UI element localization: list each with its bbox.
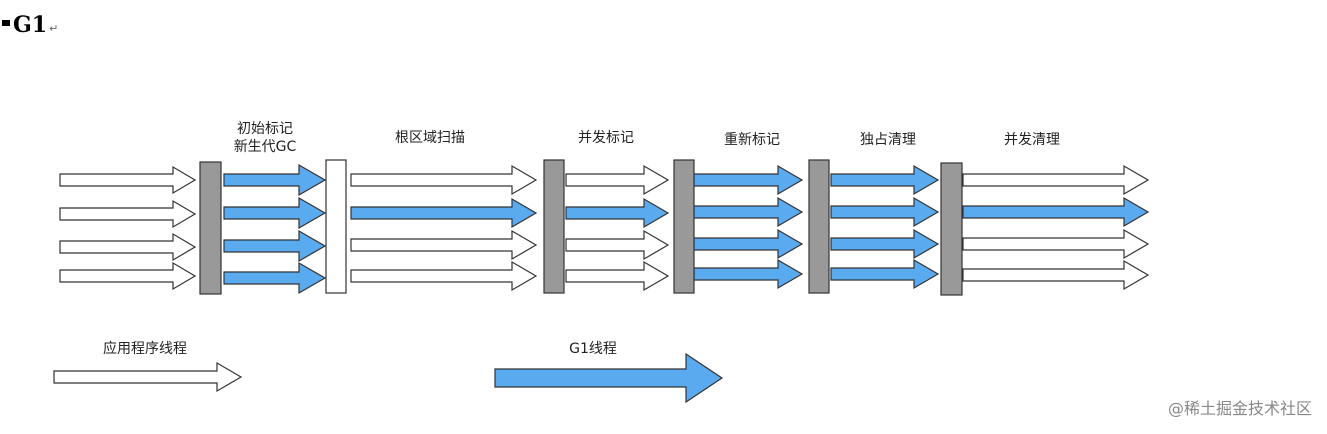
app-thread-arrow-root-scan [350, 164, 538, 196]
pause-barrier [543, 159, 565, 294]
g1-thread-arrow-initial-mark [223, 163, 327, 197]
arrows [53, 163, 1150, 404]
app-thread-arrow-concurrent-cleanup [962, 259, 1150, 291]
g1-thread-arrow-concurrent-mark [565, 197, 670, 229]
g1-thread-arrow-concurrent-cleanup [962, 196, 1150, 228]
phase-label-concurrent-mark: 并发标记 [578, 130, 634, 146]
app-thread-arrow-app [59, 165, 197, 195]
app-thread-arrow-app [59, 199, 197, 229]
g1-thread-arrow-remark [693, 196, 804, 228]
phase-label-concurrent-cleanup: 并发清理 [1004, 132, 1060, 148]
app-thread-arrow-app [59, 232, 197, 262]
app-thread-arrow-root-scan [350, 260, 538, 292]
barriers [199, 159, 963, 296]
g1-thread-arrow-initial-mark [223, 261, 327, 295]
g1-thread-arrow-remark [693, 228, 804, 260]
app-thread-arrow-concurrent-mark [565, 164, 670, 196]
bullet-icon [2, 20, 10, 26]
app-thread-arrow-concurrent-mark [565, 229, 670, 261]
phase-label-exclusive-cleanup: 独占清理 [860, 132, 916, 148]
app-thread-arrow-root-scan [350, 229, 538, 261]
legend-app-thread-arrow [53, 361, 243, 393]
g1-thread-arrow-root-scan [350, 197, 538, 229]
g1-thread-arrow-exclusive-cleanup [830, 258, 940, 290]
phase-label-remark: 重新标记 [724, 132, 780, 148]
legend-g1-thread-arrow [494, 352, 724, 404]
phase-label-root-scan: 根区域扫描 [395, 130, 465, 146]
pause-barrier [808, 159, 830, 294]
watermark: @稀土掘金技术社区 [1168, 399, 1312, 418]
app-thread-arrow-concurrent-cleanup [962, 164, 1150, 196]
g1-thread-arrow-initial-mark [223, 229, 327, 263]
phase-label-young-gc: 新生代GC [234, 139, 297, 155]
app-thread-arrow-app [59, 261, 197, 291]
heading: G1 ↵ [2, 12, 58, 38]
g1-thread-arrow-initial-mark [223, 196, 327, 230]
phase-separator [325, 159, 347, 294]
g1-thread-arrow-remark [693, 164, 804, 196]
app-thread-arrow-concurrent-cleanup [962, 228, 1150, 260]
page-title: G1 [13, 12, 48, 38]
pause-barrier [199, 161, 222, 295]
pause-barrier [940, 162, 963, 296]
app-thread-arrow-concurrent-mark [565, 260, 670, 292]
pause-barrier [673, 159, 695, 294]
g1-thread-arrow-exclusive-cleanup [830, 164, 940, 196]
g1-thread-arrow-remark [693, 258, 804, 290]
g1-thread-arrow-exclusive-cleanup [830, 228, 940, 260]
legend-app-thread-label: 应用程序线程 [103, 340, 187, 357]
g1-thread-arrow-exclusive-cleanup [830, 196, 940, 228]
legend-g1-thread-label: G1线程 [569, 341, 617, 357]
return-mark-icon: ↵ [49, 22, 59, 35]
phase-label-initial-mark: 初始标记 [237, 120, 293, 137]
